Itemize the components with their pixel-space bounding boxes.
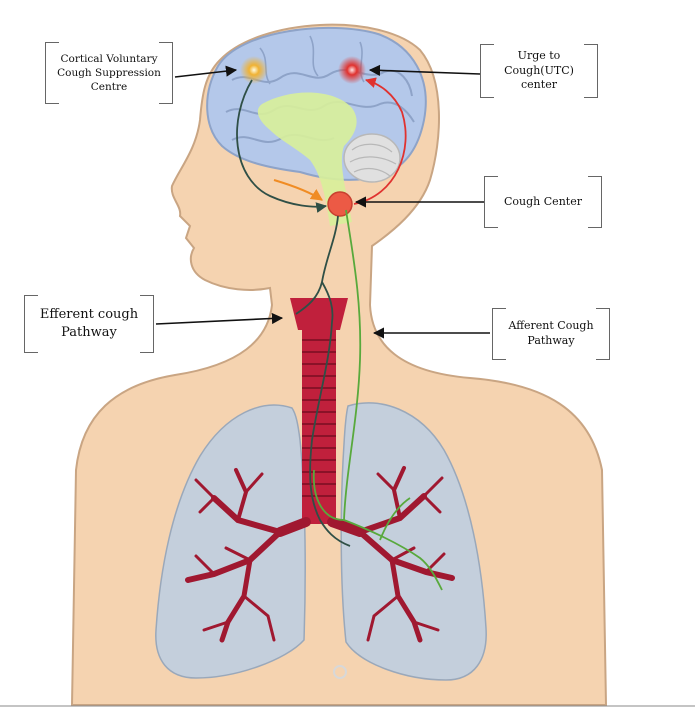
label-afferent-pathway: Afferent Cough Pathway <box>492 308 610 360</box>
cough-to-utc-path <box>353 77 407 205</box>
left-bronchial-tree <box>185 468 311 643</box>
label-cortical-suppression: Cortical Voluntary Cough Suppression Cen… <box>45 42 173 104</box>
label-text: Efferent cough Pathway <box>39 307 139 340</box>
brainstem <box>257 92 357 226</box>
utc-center <box>338 56 366 84</box>
arrow-cortical <box>174 65 238 78</box>
afferent-nerve <box>312 209 443 591</box>
label-text: Urge to Cough(UTC) center <box>504 48 574 92</box>
label-text: Cough Center <box>504 194 582 208</box>
cough-center <box>327 191 353 217</box>
label-text: Afferent Cough Pathway <box>508 319 594 347</box>
label-utc-center: Urge to Cough(UTC) center <box>480 44 598 98</box>
efferent-nerve <box>295 215 351 547</box>
label-cough-center: Cough Center <box>484 176 602 228</box>
label-text: Cortical Voluntary Cough Suppression Cen… <box>57 52 161 94</box>
arrow-utc <box>368 64 481 76</box>
cortical-to-cough-path <box>236 79 328 213</box>
loading-icon <box>333 665 347 679</box>
right-lung <box>340 402 487 681</box>
cortical-suppression-centre <box>240 56 268 84</box>
label-efferent-pathway: Efferent cough Pathway <box>24 295 154 353</box>
orange-arrow <box>273 179 323 201</box>
cerebellum <box>343 133 401 183</box>
arrow-efferent <box>155 312 284 325</box>
